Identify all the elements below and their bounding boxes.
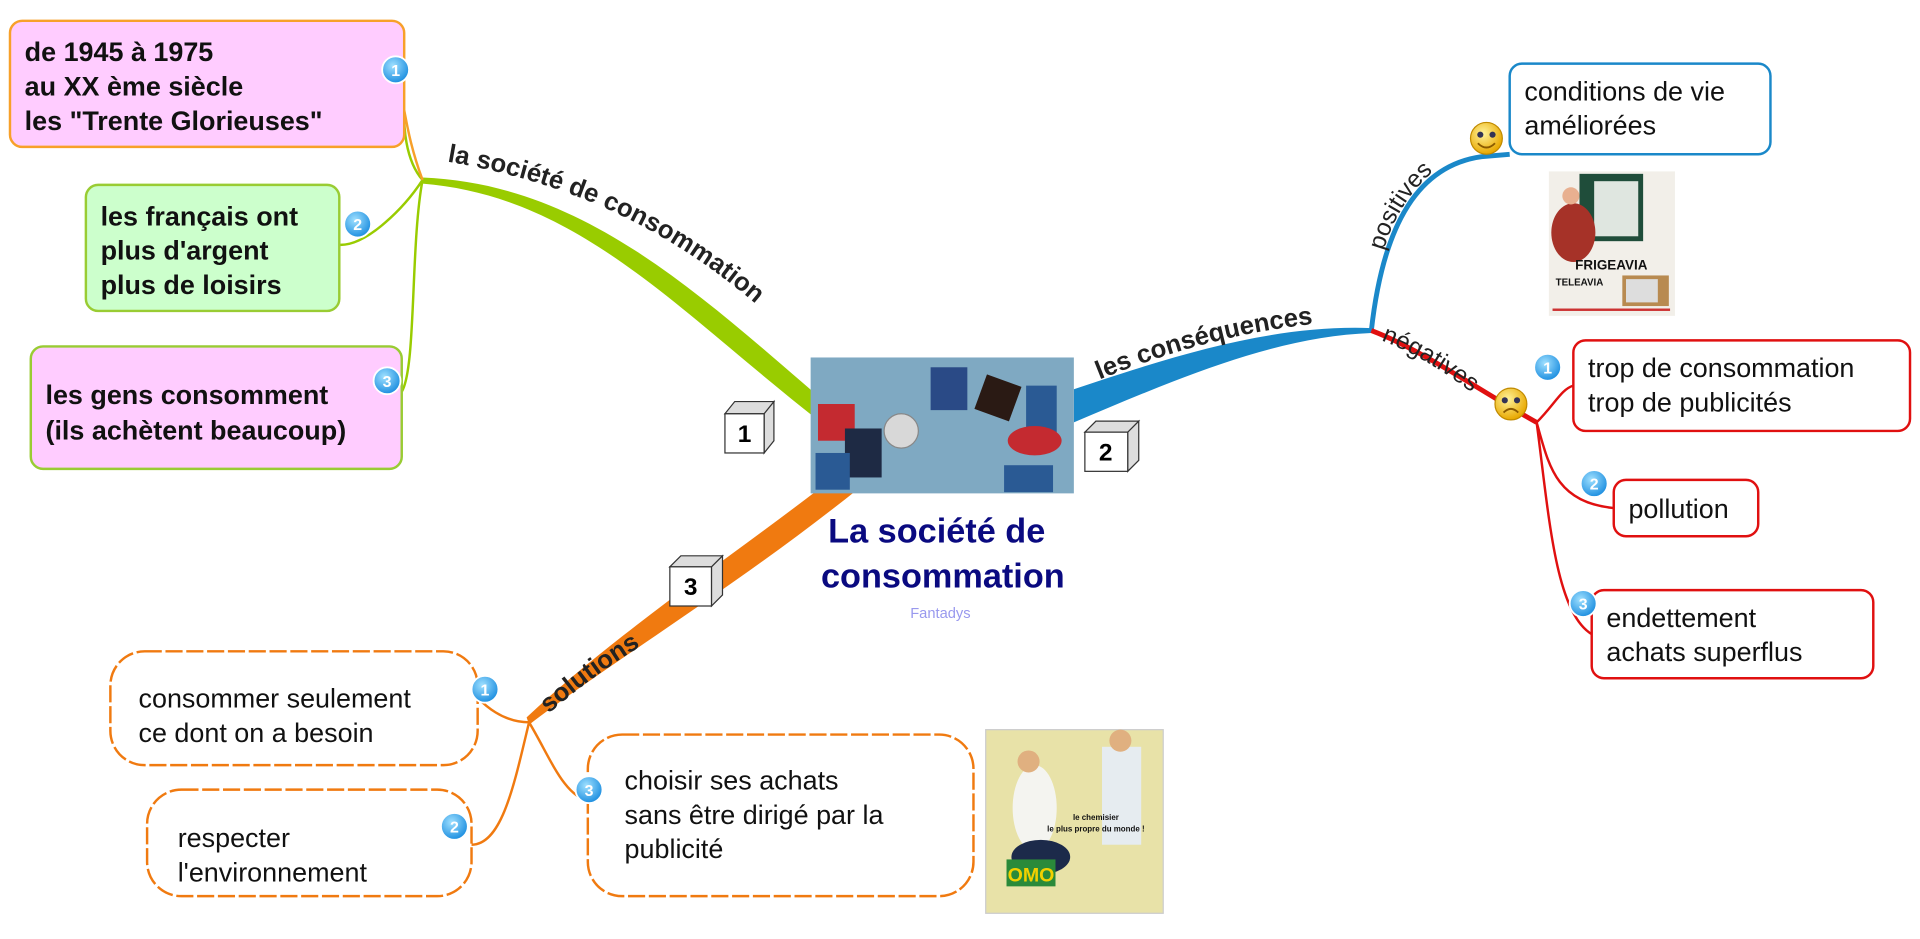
number-badge: 3: [574, 775, 604, 805]
number-badge: 1: [381, 55, 411, 85]
number-badge: 2: [439, 811, 469, 841]
omo-ad-image: le chemisier le plus propre du monde ! O…: [985, 729, 1164, 914]
central-image: [810, 357, 1074, 494]
svg-text:1: 1: [481, 682, 490, 699]
node-line: choisir ses achats: [625, 766, 839, 796]
node-line: les gens consomment: [45, 380, 328, 410]
node-consommer-seulement[interactable]: consommer seulement ce dont on a besoin: [109, 650, 479, 767]
number-badge: 3: [372, 366, 402, 396]
node-line: conditions de vie: [1524, 76, 1725, 106]
svg-text:2: 2: [1590, 477, 1599, 494]
node-pollution[interactable]: pollution: [1612, 478, 1760, 538]
svg-text:TELEAVIA: TELEAVIA: [1556, 277, 1604, 288]
node-trop-de-consommation[interactable]: trop de consommation trop de publicités: [1572, 339, 1912, 433]
author-label: Fantadys: [910, 606, 970, 622]
node-line: trop de consommation: [1588, 353, 1854, 383]
svg-text:3: 3: [585, 783, 594, 800]
node-line: achats superflus: [1606, 637, 1802, 667]
node-line: respecter: [178, 823, 290, 853]
node-choisir-achats[interactable]: choisir ses achats sans être dirigé par …: [586, 733, 975, 898]
smiley-sad-icon: [1494, 387, 1528, 421]
node-line: publicité: [625, 834, 724, 864]
number-badge: 2: [343, 209, 373, 239]
node-line: de 1945 à 1975: [25, 37, 214, 67]
branch-label: solutions: [534, 628, 643, 719]
svg-text:3: 3: [684, 574, 698, 601]
svg-text:FRIGEAVIA: FRIGEAVIA: [1575, 257, 1648, 272]
order-cube-3: 3: [668, 554, 724, 608]
node-line: au XX ème siècle: [25, 71, 244, 101]
central-title-line2: consommation: [821, 558, 1065, 596]
frigeavia-ad-image: FRIGEAVIA TELEAVIA: [1548, 171, 1675, 316]
svg-text:2: 2: [353, 217, 362, 234]
node-line: pollution: [1628, 494, 1728, 524]
node-line: les français ont: [101, 201, 299, 231]
node-gens-consomment[interactable]: les gens consomment (ils achètent beauco…: [29, 345, 403, 471]
branch-societe[interactable]: la société de consommation: [340, 109, 814, 417]
node-line: plus de loisirs: [101, 270, 282, 300]
number-badge: 3: [1568, 589, 1598, 618]
node-plus-d-argent[interactable]: les français ont plus d'argent plus de l…: [84, 183, 341, 313]
svg-text:OMO: OMO: [1008, 864, 1055, 886]
svg-text:2: 2: [450, 819, 459, 836]
number-badge: 1: [1533, 352, 1563, 382]
node-line: l'environnement: [178, 857, 368, 887]
node-line: consommer seulement: [139, 684, 412, 714]
number-badge: 1: [470, 674, 500, 704]
sub-branch-label: positives: [1364, 156, 1438, 253]
svg-text:1: 1: [738, 421, 752, 448]
central-topic[interactable]: La société de consommation Fantadys: [810, 357, 1074, 622]
smiley-happy-icon: [1469, 121, 1503, 155]
svg-text:1: 1: [391, 63, 400, 80]
order-cube-1: 1: [723, 399, 776, 455]
central-title-line1: La société de: [828, 512, 1045, 550]
svg-text:le chemisier: le chemisier: [1073, 813, 1119, 822]
sub-branch-label: négatives: [1379, 321, 1484, 397]
branch-label: la société de consommation: [446, 140, 770, 308]
node-line: trop de publicités: [1588, 387, 1792, 417]
svg-text:3: 3: [1579, 597, 1588, 614]
node-line: sans être dirigé par la: [625, 800, 884, 830]
node-line: ce dont on a besoin: [139, 718, 374, 748]
svg-text:3: 3: [383, 374, 392, 391]
node-endettement[interactable]: endettement achats superflus: [1590, 588, 1875, 680]
node-trente-glorieuses[interactable]: de 1945 à 1975 au XX ème siècle les "Tre…: [8, 19, 406, 149]
svg-text:1: 1: [1543, 360, 1552, 377]
number-badge: 2: [1579, 469, 1609, 498]
node-line: améliorées: [1524, 111, 1656, 141]
node-line: les "Trente Glorieuses": [25, 106, 323, 136]
branch-consequences[interactable]: les conséquences positives négatives: [1073, 151, 1614, 636]
node-line: (ils achètent beaucoup): [45, 416, 346, 446]
svg-text:le plus propre du monde !: le plus propre du monde !: [1047, 824, 1144, 833]
node-respecter-environnement[interactable]: respecter l'environnement: [145, 788, 473, 898]
svg-text:2: 2: [1099, 439, 1113, 466]
node-line: endettement: [1606, 603, 1756, 633]
order-cube-2: 2: [1083, 419, 1141, 473]
node-conditions-de-vie[interactable]: conditions de vie améliorées: [1508, 62, 1772, 156]
node-line: plus d'argent: [101, 236, 269, 266]
